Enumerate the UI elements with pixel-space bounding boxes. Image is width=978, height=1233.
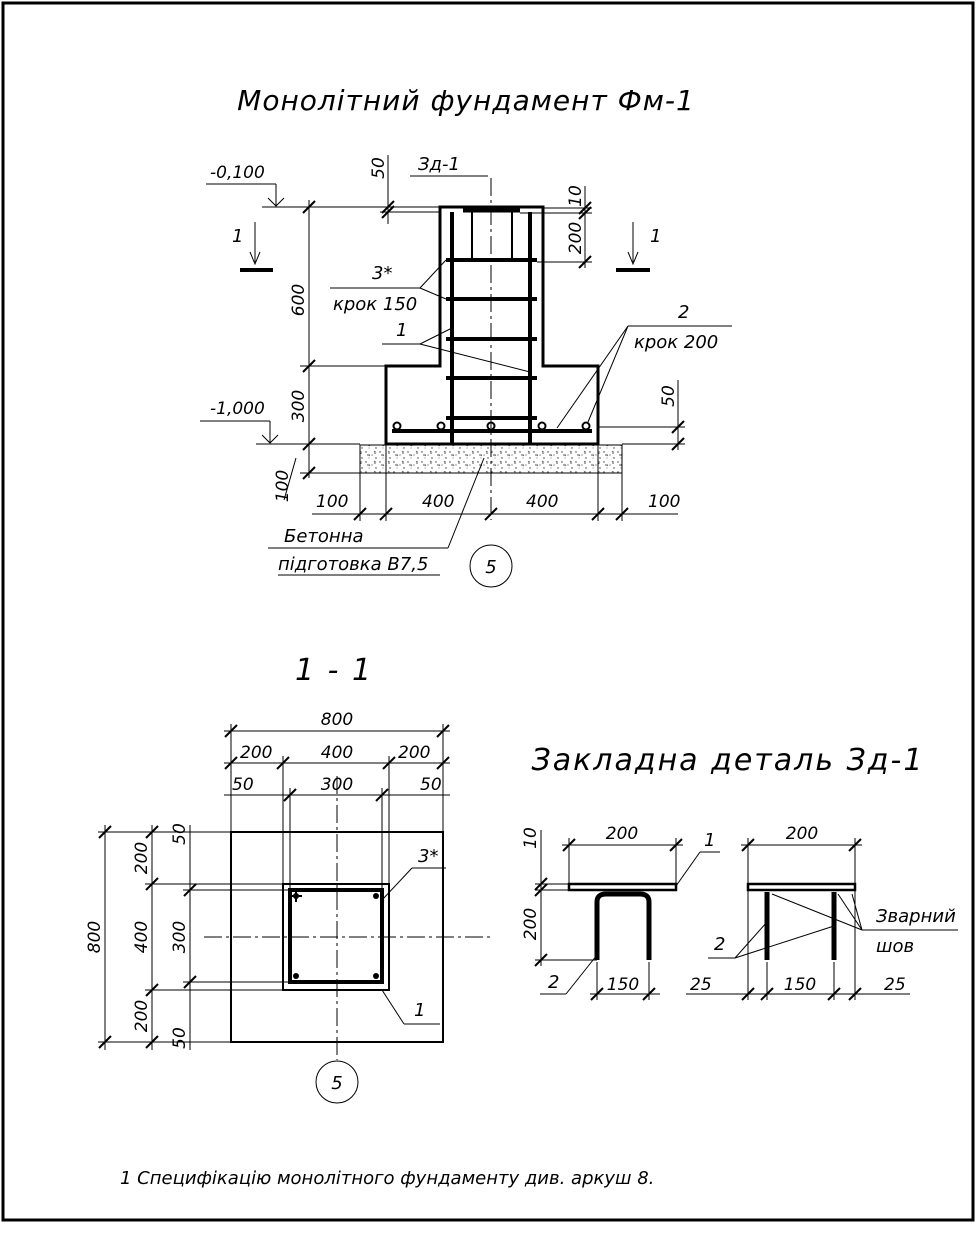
dim-10: 10 — [566, 185, 586, 207]
rebar-label-2: 2 — [678, 302, 689, 323]
detail-dim-150-left: 150 — [607, 975, 639, 995]
plan-dim-left-50-b: 50 — [170, 1027, 190, 1049]
dim-200: 200 — [566, 222, 586, 254]
plan-dim-left-400: 400 — [132, 921, 152, 953]
detail-dim-200-h: 200 — [521, 908, 541, 940]
plan-dim-left-300: 300 — [170, 921, 190, 953]
plan-axis-label: 5 — [331, 1073, 342, 1094]
section-title: 1 - 1 — [295, 653, 373, 688]
elevation-view: -0,100 -1,000 1 1 600 300 100 50 — [200, 154, 732, 588]
rebar-step-2: крок 200 — [634, 332, 718, 353]
plan-dim-left-50-t: 50 — [170, 823, 190, 845]
plan-dim-left-800: 800 — [85, 921, 105, 953]
plan-dim-left-200-b: 200 — [132, 1000, 152, 1032]
elevation-top: -0,100 — [210, 163, 265, 183]
detail-right: 200 25 150 25 2 Зварний шов — [686, 824, 958, 1001]
concrete-prep-line1: Бетонна — [284, 526, 364, 547]
dim-b400-right: 400 — [526, 492, 558, 512]
dim-600: 600 — [289, 284, 309, 316]
detail-title: Закладна деталь Зд-1 — [532, 743, 925, 778]
detail-left: 10 200 200 1 150 2 — [521, 824, 720, 1001]
detail-plate-right — [746, 882, 857, 892]
plan-dim-top-300: 300 — [321, 775, 353, 795]
footnote: 1 Специфікацію монолітного фундаменту ди… — [120, 1168, 654, 1189]
detail-anchor-left — [594, 891, 652, 960]
detail-label-2-left: 2 — [548, 972, 559, 993]
plan-dim-top-800: 800 — [321, 710, 353, 730]
plan-label-rebar: 1 — [414, 1000, 425, 1021]
plan-stirrup — [288, 888, 384, 984]
detail-weld-line2: шов — [876, 936, 914, 957]
rebar-section — [392, 421, 402, 431]
detail-weld-line1: Зварний — [876, 906, 956, 927]
page-title: Монолітний фундамент Фм-1 — [237, 84, 695, 117]
stirrup-step: крок 150 — [333, 294, 417, 315]
plan-dim-top-400: 400 — [321, 743, 353, 763]
rebar-section — [436, 421, 446, 431]
plan-view: 800 200 400 200 50 300 50 800 200 4 — [85, 710, 490, 1104]
plan-axis-bubble — [315, 1060, 359, 1104]
foundation-outline — [384, 205, 600, 446]
plan-dim-top-200-l: 200 — [240, 743, 272, 763]
detail-dim-200-w-left: 200 — [606, 824, 638, 844]
section-mark-left: 1 — [232, 226, 243, 247]
detail-dim-150-right: 150 — [784, 975, 816, 995]
stirrup-label: 3* — [372, 263, 392, 284]
detail-label-2-right: 2 — [714, 934, 725, 955]
dim-b400-left: 400 — [422, 492, 454, 512]
axis-label: 5 — [485, 557, 496, 578]
detail-dim-200-w-right: 200 — [786, 824, 818, 844]
section-mark-right: 1 — [650, 226, 661, 247]
detail-label-1: 1 — [704, 830, 715, 851]
rebar-section — [486, 421, 496, 431]
dim-b100-right: 100 — [648, 492, 680, 512]
concrete-prep-line2: підготовка В7,5 — [278, 554, 428, 575]
rebar-label-1: 1 — [396, 320, 407, 341]
elevation-bottom: -1,000 — [210, 399, 265, 419]
dim-50-right: 50 — [659, 385, 679, 407]
plan-dim-left-200-t: 200 — [132, 842, 152, 874]
detail-dim-25-r: 25 — [884, 975, 906, 995]
plan-dim-top-50-r: 50 — [420, 775, 442, 795]
dim-50-top: 50 — [369, 157, 389, 179]
detail-dim-25-l: 25 — [690, 975, 712, 995]
embed-label: Зд-1 — [418, 154, 460, 175]
dim-100-vertical: 100 — [273, 470, 293, 502]
axis-bubble — [469, 544, 513, 588]
rebar-section — [537, 421, 547, 431]
plan-dim-top-200-r: 200 — [398, 743, 430, 763]
plan-label-stirrup: 3* — [418, 846, 438, 867]
plan-dim-top-50-l: 50 — [232, 775, 254, 795]
detail-plate-left — [567, 882, 678, 892]
rebar-section — [581, 421, 591, 431]
dim-b100-left: 100 — [316, 492, 348, 512]
dim-300: 300 — [289, 390, 309, 422]
detail-dim-10: 10 — [521, 827, 541, 849]
